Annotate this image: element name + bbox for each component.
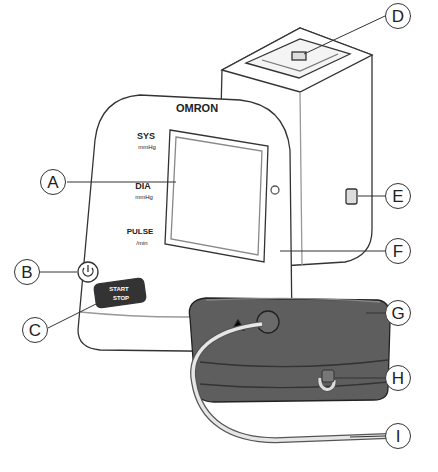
callout-letter: A	[47, 174, 58, 191]
device-print: PULSE	[127, 228, 154, 236]
callout-letter: B	[21, 264, 32, 281]
device-print: STOP	[113, 295, 129, 301]
callout-circle: H	[385, 365, 411, 391]
callout-letter: D	[392, 8, 404, 25]
device-print: mmHg	[138, 144, 156, 150]
device-print: OMRON	[176, 103, 218, 114]
device-print: /min	[136, 240, 147, 246]
callout-letter: I	[396, 428, 401, 445]
callout-circle: C	[22, 317, 48, 343]
callout-letter: C	[29, 322, 41, 339]
callout-circle: I	[385, 423, 411, 449]
callout-letter: G	[391, 305, 404, 322]
device-print: DIA	[135, 182, 151, 191]
device-print: START	[109, 286, 129, 292]
callout-circle: F	[385, 238, 411, 264]
callout-circle: B	[14, 259, 40, 285]
callout-circle: A	[40, 169, 66, 195]
callout-letter: F	[393, 243, 403, 260]
callout-circle: D	[385, 3, 411, 29]
air-tube	[193, 324, 388, 440]
device-print: mmHg	[135, 194, 153, 200]
device-print: SYS	[137, 132, 155, 141]
leader-lines	[40, 16, 385, 437]
callout-circle: G	[385, 300, 411, 326]
arm-cuff	[189, 298, 390, 402]
callout-letter: H	[392, 370, 404, 387]
callout-circle: E	[385, 183, 411, 209]
callout-letter: E	[392, 188, 403, 205]
